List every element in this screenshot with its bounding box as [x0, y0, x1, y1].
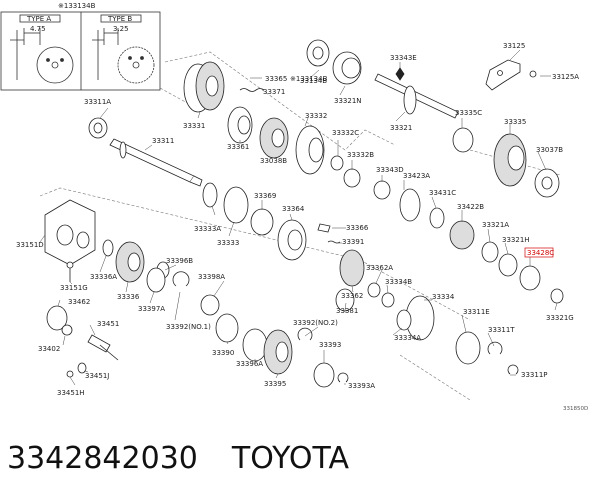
part-label: 33311	[152, 137, 174, 145]
part-label: 33390	[212, 349, 234, 357]
part-label: 33335C	[455, 109, 482, 117]
part-label: 33038B	[260, 157, 287, 165]
part-label: 33321A	[482, 221, 509, 229]
part-label: 33334B	[385, 278, 412, 286]
part-label: 33362A	[366, 264, 393, 272]
part-labels: 33125 33125A 33343E 33134B 33321N 33365 …	[16, 42, 579, 397]
part-label: 33451H	[57, 389, 85, 397]
part-label: 33381	[336, 307, 358, 315]
part-label: 33331	[183, 122, 205, 130]
part-label: 33462	[68, 298, 90, 306]
part-label: 33396B	[166, 257, 193, 265]
part-label: 33332B	[347, 151, 374, 159]
part-label: 33361	[227, 143, 249, 151]
part-label-highlighted[interactable]: 33428C	[527, 249, 554, 257]
part-label: 33369	[254, 192, 276, 200]
part-label: 33392(NO.2)	[293, 319, 338, 327]
part-label: 33037B	[536, 146, 563, 154]
part-label: 33336A	[90, 273, 117, 281]
part-label: 33336	[117, 293, 140, 301]
part-label: 33423A	[403, 172, 430, 180]
part-label: 33321H	[502, 236, 530, 244]
part-label: 33391	[342, 238, 364, 246]
part-label: 33343D	[376, 166, 404, 174]
part-label: 33333A	[194, 225, 221, 233]
leader-lines	[39, 49, 558, 386]
type-a-dimension: 4.75	[30, 25, 46, 33]
inset-ref-label: ※133134B	[58, 2, 96, 10]
part-label: 33125	[503, 42, 525, 50]
part-label: 33134B	[300, 77, 327, 85]
part-label: 33311T	[488, 326, 515, 334]
part-caption: 3342842030 TOYOTA	[7, 434, 349, 484]
part-label: 33334A	[394, 334, 421, 342]
part-label: 33151G	[60, 284, 88, 292]
part-label: 33321G	[546, 314, 574, 322]
part-label: 33332	[305, 112, 327, 120]
part-label: ※133134B	[290, 75, 328, 83]
part-label: 33335	[504, 118, 526, 126]
part-label: 33332C	[332, 129, 359, 137]
part-label: 33151D	[16, 241, 44, 249]
part-label: 33333	[217, 239, 239, 247]
type-b-label: TYPE B	[107, 15, 132, 23]
part-label: 33343E	[390, 54, 417, 62]
part-label: 33431C	[429, 189, 456, 197]
part-label: 33125A	[552, 73, 579, 81]
part-label: 33321N	[334, 97, 362, 105]
part-label: 33402	[38, 345, 60, 353]
part-label: 33364	[282, 205, 305, 213]
type-b-dimension: 3.25	[113, 25, 129, 33]
part-label: 33451J	[85, 372, 109, 380]
type-inset	[0, 11, 161, 91]
part-label: 33393	[319, 341, 341, 349]
part-label: 33365	[265, 75, 287, 83]
part-label: 33362	[341, 292, 363, 300]
part-label: 33371	[263, 88, 285, 96]
part-label: 33366	[346, 224, 369, 232]
exploded-parts-diagram: ※133134B TYPE A TYPE B 4.75 3.25	[0, 2, 588, 412]
highlight-box	[524, 247, 554, 258]
part-label: 33311E	[463, 308, 490, 316]
part-number: 3342842030	[7, 441, 198, 476]
part-label: 33398A	[198, 273, 225, 281]
drawing-ref: 331850D	[563, 406, 588, 412]
part-label: 33396A	[236, 360, 263, 368]
part-label: 33311A	[84, 98, 111, 106]
components	[44, 39, 564, 388]
part-label: 33395	[264, 380, 286, 388]
part-label: 33451	[97, 320, 119, 328]
part-label: 33392(NO.1)	[166, 323, 211, 331]
part-label: 33393A	[348, 382, 375, 390]
part-label: 33422B	[457, 203, 484, 211]
part-label: 33321	[390, 124, 412, 132]
part-label: 33311P	[521, 371, 548, 379]
part-label: 33334	[432, 293, 455, 301]
type-a-label: TYPE A	[26, 15, 51, 23]
brand-name: TOYOTA	[231, 441, 349, 476]
part-label: 33397A	[138, 305, 165, 313]
